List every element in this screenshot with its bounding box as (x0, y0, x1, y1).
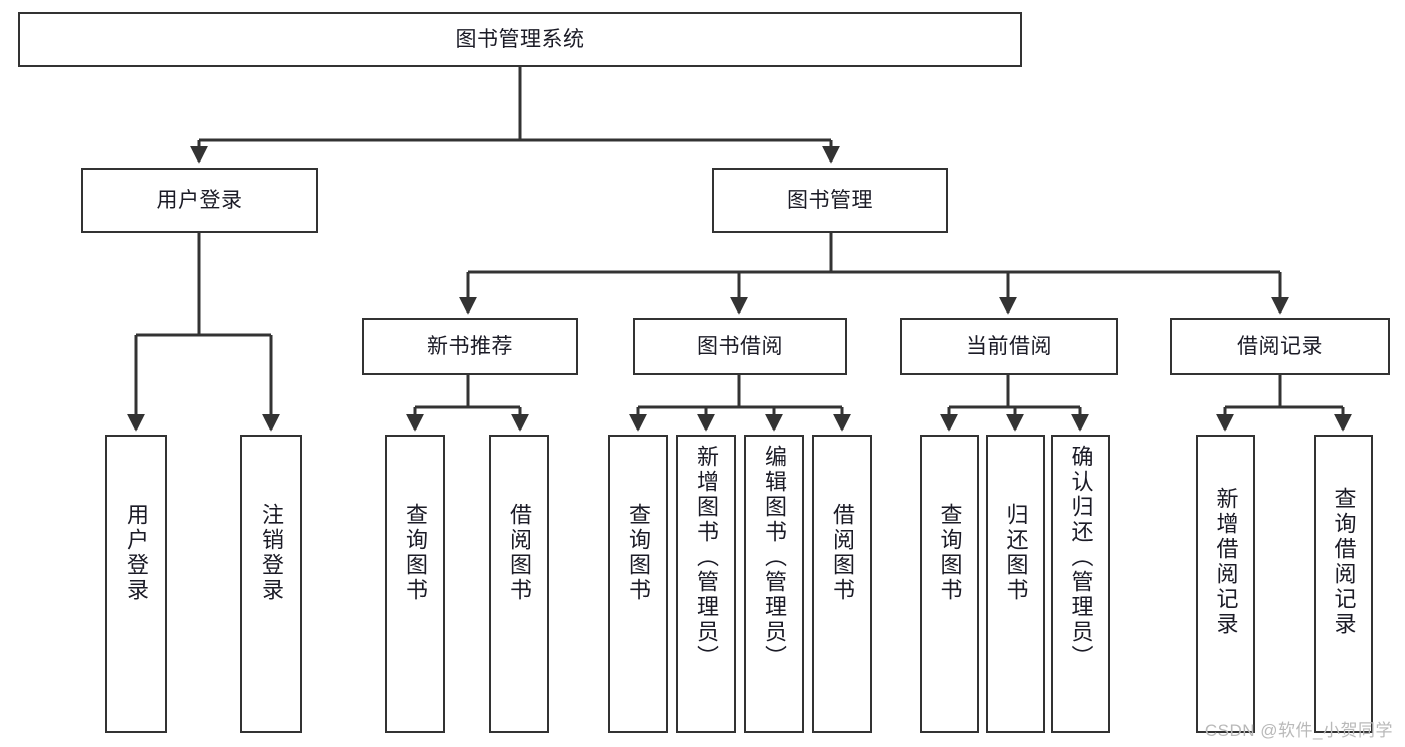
node-leaf-return-book[interactable]: 归还图书 (986, 435, 1045, 733)
node-book-manage[interactable]: 图书管理 (712, 168, 948, 233)
node-leaf-return-book-label: 归还图书 (1003, 503, 1029, 603)
node-leaf-edit-book-label: 编辑图书（管理员） (762, 445, 787, 670)
node-leaf-query-record-label: 查询借阅记录 (1331, 487, 1357, 637)
node-leaf-add-book-label: 新增图书（管理员） (694, 445, 719, 670)
node-leaf-query-book-2-label: 查询图书 (626, 503, 651, 603)
node-leaf-edit-book[interactable]: 编辑图书（管理员） (744, 435, 804, 733)
node-new-book-recommend[interactable]: 新书推荐 (362, 318, 578, 375)
node-leaf-query-book-2[interactable]: 查询图书 (608, 435, 668, 733)
node-leaf-borrow-book-1-label: 借阅图书 (507, 503, 532, 603)
node-leaf-add-record[interactable]: 新增借阅记录 (1196, 435, 1255, 733)
node-borrow-record[interactable]: 借阅记录 (1170, 318, 1390, 375)
node-leaf-query-book-1-label: 查询图书 (403, 503, 428, 603)
node-root[interactable]: 图书管理系统 (18, 12, 1022, 67)
node-current-borrow[interactable]: 当前借阅 (900, 318, 1118, 375)
node-book-manage-label: 图书管理 (787, 188, 873, 212)
node-leaf-confirm-return-label: 确认归还（管理员） (1068, 445, 1094, 670)
node-leaf-borrow-book-2-label: 借阅图书 (830, 503, 855, 603)
node-leaf-user-login[interactable]: 用户登录 (105, 435, 167, 733)
node-user-login-label: 用户登录 (156, 188, 243, 212)
node-book-borrow[interactable]: 图书借阅 (633, 318, 847, 375)
node-leaf-add-record-label: 新增借阅记录 (1213, 487, 1239, 637)
node-root-label: 图书管理系统 (455, 27, 585, 51)
node-leaf-query-book-3-label: 查询图书 (937, 503, 963, 603)
node-book-borrow-label: 图书借阅 (697, 334, 783, 358)
node-leaf-user-login-label: 用户登录 (124, 503, 149, 603)
node-leaf-query-book-3[interactable]: 查询图书 (920, 435, 979, 733)
node-leaf-add-book[interactable]: 新增图书（管理员） (676, 435, 736, 733)
node-leaf-logout-label: 注销登录 (259, 503, 284, 603)
node-leaf-query-book-1[interactable]: 查询图书 (385, 435, 445, 733)
node-leaf-query-record[interactable]: 查询借阅记录 (1314, 435, 1373, 733)
node-leaf-borrow-book-1[interactable]: 借阅图书 (489, 435, 549, 733)
watermark-text: CSDN @软件_小贺同学 (1204, 721, 1393, 740)
node-new-book-recommend-label: 新书推荐 (427, 334, 513, 358)
node-borrow-record-label: 借阅记录 (1237, 334, 1323, 358)
node-leaf-logout[interactable]: 注销登录 (240, 435, 302, 733)
node-leaf-borrow-book-2[interactable]: 借阅图书 (812, 435, 872, 733)
node-current-borrow-label: 当前借阅 (966, 334, 1052, 358)
node-leaf-confirm-return[interactable]: 确认归还（管理员） (1051, 435, 1110, 733)
node-user-login[interactable]: 用户登录 (81, 168, 318, 233)
